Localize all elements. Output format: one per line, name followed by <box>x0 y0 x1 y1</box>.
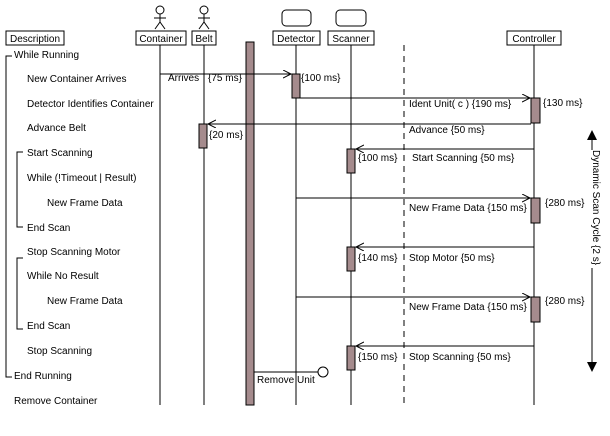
belt-time-label: {20 ms} <box>209 130 244 141</box>
remove-unit-label: Remove Unit <box>257 375 315 386</box>
step-label: New Frame Data <box>47 198 123 209</box>
loop-brackets <box>5 55 23 378</box>
controller-activation-2 <box>530 197 541 224</box>
step-label: Stop Scanning <box>27 346 92 357</box>
step-label: Detector Identifies Container <box>27 99 154 110</box>
message-arrows <box>160 74 534 373</box>
controller-header-label: Controller <box>512 34 556 45</box>
arrives-label: Arrives <box>168 73 199 84</box>
ident-unit-label: Ident Unit( c ) {190 ms} <box>409 99 512 110</box>
belt-header-label: Belt <box>195 34 212 45</box>
while-running-bracket <box>5 55 12 378</box>
arrives-time-label: {75 ms} <box>208 73 243 84</box>
scanner-activation-2 <box>346 246 356 272</box>
rounded-rect-icon <box>281 9 312 27</box>
stop-motor-label: Stop Motor {50 ms} <box>409 253 495 264</box>
new-frame-data-label-1: New Frame Data {150 ms} <box>409 203 527 214</box>
step-label: Stop Scanning Motor <box>27 247 121 258</box>
activations <box>198 73 541 371</box>
detector-time-label: {100 ms} <box>301 73 341 84</box>
step-label: End Running <box>14 371 72 382</box>
scanner-lifeline-header: Scanner <box>327 9 375 46</box>
belt-activation <box>198 123 208 149</box>
scanner-activation-1 <box>346 148 356 174</box>
step-label: Advance Belt <box>27 123 86 134</box>
step-label: New Container Arrives <box>27 74 126 85</box>
description-steps: While Running New Container Arrives Dete… <box>14 50 154 407</box>
controller-lifeline-header: Controller <box>506 30 562 46</box>
stick-figure-icon <box>198 5 210 30</box>
container-header-label: Container <box>139 34 183 45</box>
while-timeout-bracket <box>16 151 23 228</box>
controller-activation-1 <box>530 97 541 124</box>
scanner-time-label-3: {150 ms} <box>358 352 398 363</box>
step-label: While Running <box>14 50 79 61</box>
detector-activation <box>291 73 301 99</box>
step-label: End Scan <box>27 321 70 332</box>
constraint-arrowhead-bottom <box>587 362 597 372</box>
constraint-label: Dynamic Scan Cycle {2 s} <box>590 150 601 266</box>
rounded-rect-icon <box>335 9 367 27</box>
detector-header-label: Detector <box>277 34 315 45</box>
belt-lifeline-header: Belt <box>191 5 217 46</box>
timing-constraint: Dynamic Scan Cycle {2 s} <box>587 130 603 372</box>
advance-label: Advance {50 ms} <box>409 125 485 136</box>
new-frame-data-label-2: New Frame Data {150 ms} <box>409 302 527 313</box>
description-header-label: Description <box>10 34 60 45</box>
main-loop-activation-bar <box>245 41 255 406</box>
detector-lifeline-header: Detector <box>272 9 321 46</box>
scanner-time-label-2: {140 ms} <box>358 253 398 264</box>
controller-activation-3 <box>530 296 541 323</box>
controller-time-label-2: {280 ms} <box>545 198 585 209</box>
message-labels: Arrives {75 ms} {100 ms} Ident Unit( c )… <box>168 73 585 386</box>
scanner-header-label: Scanner <box>332 34 370 45</box>
constraint-arrowhead-top <box>587 130 597 140</box>
step-label: New Frame Data <box>47 296 123 307</box>
while-no-result-bracket <box>16 257 23 330</box>
scanner-time-label-1: {100 ms} <box>358 153 398 164</box>
step-label: While (!Timeout | Result) <box>27 173 136 184</box>
description-header: Description <box>5 30 65 46</box>
scanner-activation-3 <box>346 345 356 371</box>
remove-unit-endpoint <box>317 366 329 378</box>
start-scanning-label: Start Scanning {50 ms} <box>412 153 515 164</box>
container-lifeline-header: Container <box>135 5 187 46</box>
step-label: While No Result <box>27 271 99 282</box>
stick-figure-icon <box>154 5 166 30</box>
step-label: Remove Container <box>14 396 98 407</box>
controller-time-label-3: {280 ms} <box>545 296 585 307</box>
step-label: End Scan <box>27 223 70 234</box>
controller-time-label-1: {130 ms} <box>543 98 583 109</box>
stop-scanning-label: Stop Scanning {50 ms} <box>409 352 511 363</box>
step-label: Start Scanning <box>27 148 93 159</box>
